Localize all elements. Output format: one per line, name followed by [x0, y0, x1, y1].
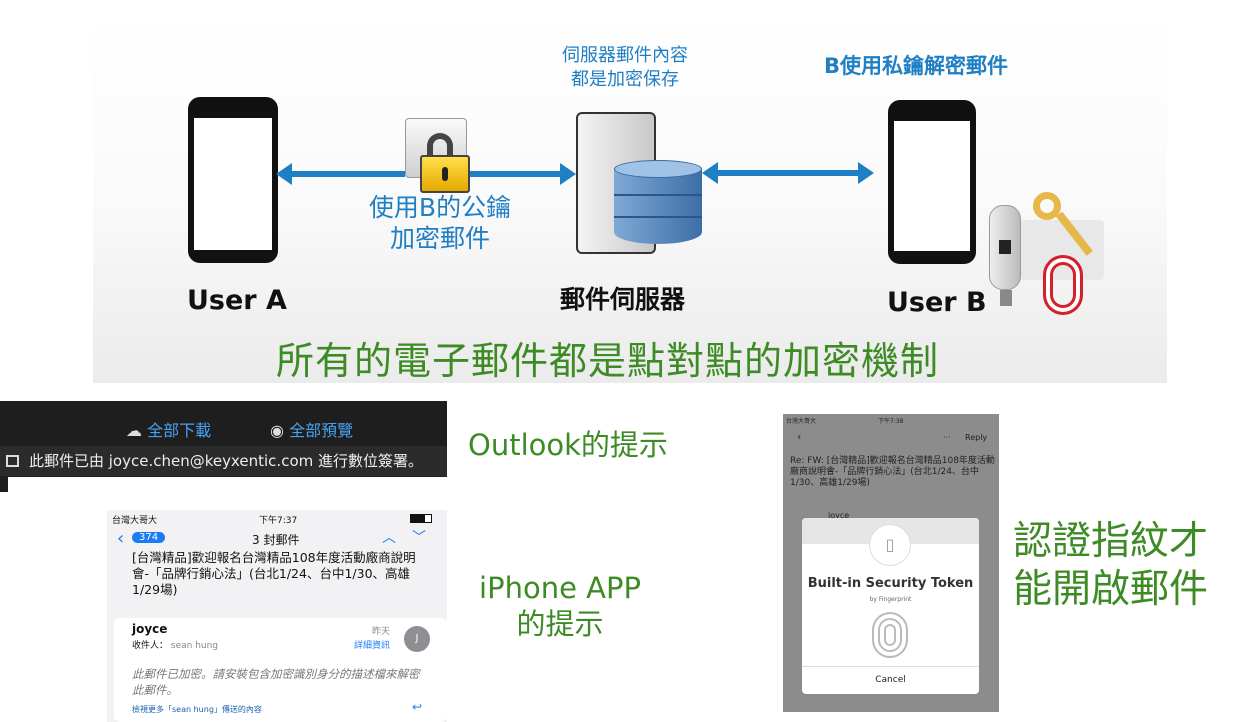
signature-notice: 此郵件已由 joyce.chen@keyxentic.com 進行數位簽署。 — [29, 452, 424, 470]
padlock-shackle-icon — [427, 133, 453, 161]
next-message-icon[interactable]: ﹀ — [412, 530, 426, 546]
reply-button[interactable]: Reply — [965, 433, 988, 442]
fingerprint-app-screenshot: 台灣大哥大 下午7:38 ‹ ··· Reply Re: FW: [台灣精品]歡… — [783, 414, 999, 712]
unread-badge[interactable]: 374 — [132, 532, 166, 543]
encrypt-note: 使用B的公鑰加密郵件 — [368, 193, 512, 253]
fingerprint-lock-icon — [1043, 255, 1083, 315]
mail-subject: Re: FW: [台灣精品]歡迎報名台灣精品108年度活動廠商說明會-「品牌行銷… — [790, 456, 995, 488]
user-b-phone-icon — [888, 100, 976, 264]
summary-title: 所有的電子郵件都是點對點的加密機制 — [276, 339, 940, 383]
eye-icon: ◉ — [270, 421, 284, 440]
iphone-mail-screenshot: 台灣大哥大 下午7:37 ‹ 374 3 封郵件 ︿ ﹀ [台灣精品]歡迎報名台… — [107, 510, 447, 722]
preview-all-label: 全部預覽 — [289, 421, 354, 440]
user-a-label: User A — [187, 285, 287, 316]
database-icon — [614, 160, 702, 250]
arrowhead-right-icon — [560, 163, 576, 185]
preview-all-button[interactable]: ◉ 全部預覽 — [270, 417, 353, 441]
prev-message-icon[interactable]: ︿ — [382, 530, 396, 546]
sender-name: joyce — [132, 622, 168, 636]
usb-plug-icon — [1000, 290, 1012, 306]
fingerprint-caption: 認證指紋才能開啟郵件 — [1013, 519, 1209, 612]
message-body — [8, 477, 447, 492]
outlook-caption: Outlook的提示 — [468, 428, 668, 462]
thread-count: 3 封郵件 — [252, 533, 300, 547]
cloud-download-icon: ☁ — [126, 421, 142, 440]
download-all-label: 全部下載 — [147, 421, 212, 440]
lock-icon — [6, 455, 19, 467]
usb-token-icon — [989, 205, 1021, 290]
more-button[interactable]: ··· — [943, 433, 951, 442]
avatar: J — [404, 626, 430, 652]
user-a-phone-icon — [188, 97, 278, 263]
cancel-button[interactable]: Cancel — [802, 666, 979, 694]
status-time: 下午7:37 — [259, 516, 298, 526]
key-icon — [1033, 192, 1061, 220]
arrow-server-user-b — [716, 170, 860, 176]
battery-icon — [410, 514, 432, 523]
user-b-label: User B — [887, 287, 987, 318]
arrowhead-left-icon — [276, 163, 292, 185]
encrypted-message: 此郵件已加密。請安裝包含加密識別身分的描述檔來解密此郵件。 — [132, 667, 420, 697]
status-carrier: 台灣大哥大 — [786, 418, 817, 425]
status-carrier: 台灣大哥大 — [112, 516, 158, 526]
mail-subject: [台灣精品]歡迎報名台灣精品108年度活動廠商說明會-「品牌行銷心法」(台北1/… — [132, 550, 416, 597]
decrypt-note: B使用私鑰解密郵件 — [824, 54, 1009, 78]
outlook-screenshot: ☁ 全部下載 ◉ 全部預覽 此郵件已由 joyce.chen@keyxentic… — [0, 401, 447, 492]
recipient: sean hung — [170, 641, 219, 651]
arrowhead-left-icon — [702, 162, 718, 184]
sender-name: joyce — [828, 511, 850, 520]
arrowhead-right-icon — [858, 162, 874, 184]
back-chevron-icon[interactable]: ‹ — [117, 528, 125, 549]
status-time: 下午7:38 — [878, 418, 904, 425]
security-token-dialog: ▯ Built-in Security Token by Fingerprint… — [802, 518, 979, 694]
arrow-to-server — [470, 171, 562, 177]
mail-date: 昨天 — [372, 627, 391, 637]
fingerprint-icon[interactable] — [872, 612, 908, 658]
to-label: 收件人： — [132, 641, 169, 651]
back-chevron-icon[interactable]: ‹ — [797, 430, 802, 443]
usb-token-icon: ▯ — [869, 524, 911, 566]
view-more-link[interactable]: 檢視更多「sean hung」傳送的內容 — [132, 705, 262, 714]
server-note: 伺服器郵件內容都是加密保存 — [562, 45, 688, 90]
details-link[interactable]: 詳細資訊 — [354, 641, 391, 651]
server-label: 郵件伺服器 — [560, 285, 686, 314]
download-all-button[interactable]: ☁ 全部下載 — [126, 417, 211, 441]
arrow-to-user-a — [290, 171, 405, 177]
padlock-icon — [420, 155, 470, 193]
dialog-subtitle: by Fingerprint — [869, 596, 912, 603]
reply-icon[interactable]: ↩ — [412, 700, 423, 714]
dialog-title: Built-in Security Token — [807, 576, 974, 591]
message-card[interactable]: joyce 收件人： sean hung 昨天 詳細資訊 J 此郵件已加密。請安… — [114, 618, 447, 722]
signature-bar: 此郵件已由 joyce.chen@keyxentic.com 進行數位簽署。 — [0, 446, 447, 476]
